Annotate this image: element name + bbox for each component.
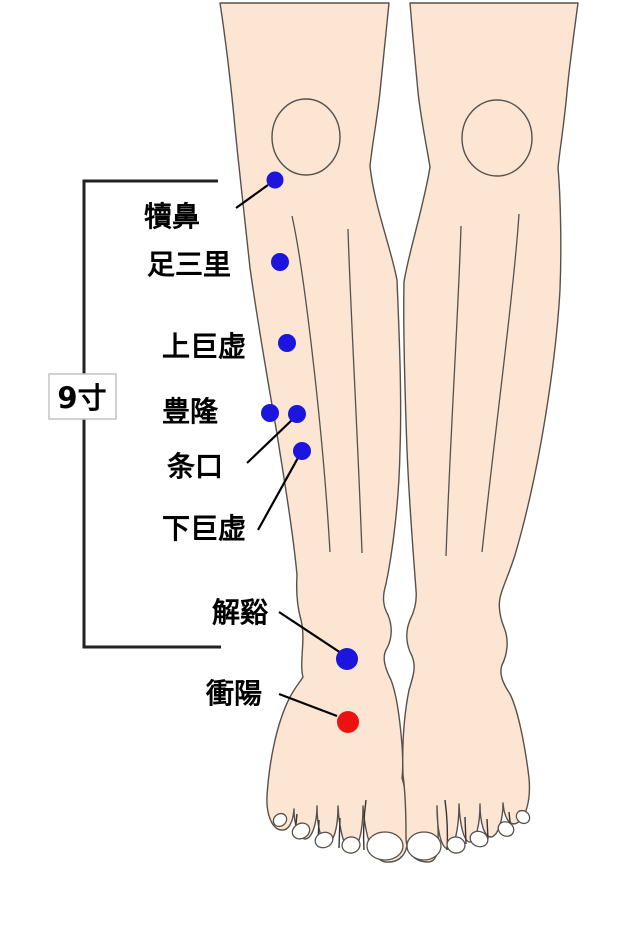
acupoint-label-horyu: 豊隆 (162, 395, 219, 428)
left-leg-silhouette (219, 2, 409, 863)
acupoint-dot-ashisanri (271, 253, 289, 271)
acupoint-label-tokubi: 犢鼻 (144, 200, 200, 233)
right-kneecap-circle (461, 99, 533, 177)
pointer-line-joko (246, 418, 294, 464)
acupoint-label-gekokyo: 下巨虚 (162, 512, 246, 545)
measurement-box (48, 373, 117, 420)
acupoint-dot-kaikei (336, 648, 358, 670)
left-shin-line-outer (291, 215, 331, 553)
pointer-lines (235, 184, 342, 718)
left-little-toenail (272, 812, 288, 828)
right-big-toenail (406, 831, 442, 861)
pointer-line-tokubi (235, 184, 269, 209)
left-toenail-2 (341, 836, 361, 854)
left-toe-crease-1 (362, 799, 367, 851)
left-toe-crease-2 (338, 817, 341, 849)
acupoint-dot-jokokyo (278, 334, 296, 352)
acupoint-label-jokokyo: 上巨虚 (162, 330, 246, 363)
acupoint-dot-tokubi (266, 171, 284, 189)
right-little-toenail (515, 809, 531, 825)
left-kneecap-circle (271, 98, 341, 176)
left-shin-line-inner (347, 228, 363, 554)
left-toenail-4 (291, 822, 311, 840)
right-shin-line-inner (445, 225, 462, 557)
right-toenail-3 (469, 830, 489, 848)
acupoint-dot-shoyo (337, 711, 359, 733)
pointer-line-kaikei (278, 611, 342, 654)
left-big-toenail (366, 831, 404, 861)
pointer-line-gekokyo (257, 455, 300, 531)
acupoint-label-ashisanri: 足三里 (147, 248, 231, 281)
acupoint-label-kaikei: 解谿 (212, 596, 269, 629)
shin-lines (291, 213, 520, 557)
acupoint-dot-gekokyo (293, 442, 311, 460)
acupoint-dot-horyu (261, 404, 279, 422)
right-toenail-4 (497, 821, 515, 837)
right-leg-silhouette (402, 2, 579, 863)
acupoint-label-joko: 条口 (167, 450, 223, 483)
toenails (272, 809, 531, 861)
right-toe-crease-2 (464, 816, 467, 845)
pointer-line-shoyo (278, 692, 338, 718)
right-toe-crease-3 (486, 818, 489, 840)
right-shin-line-outer (481, 213, 520, 553)
acupoint-dot-joko (288, 405, 306, 423)
right-toenail-2 (446, 836, 466, 854)
left-toenail-3 (314, 831, 334, 849)
acupoint-label-shoyo: 衝陽 (205, 677, 262, 710)
measurement-label: 9寸 (57, 381, 106, 415)
